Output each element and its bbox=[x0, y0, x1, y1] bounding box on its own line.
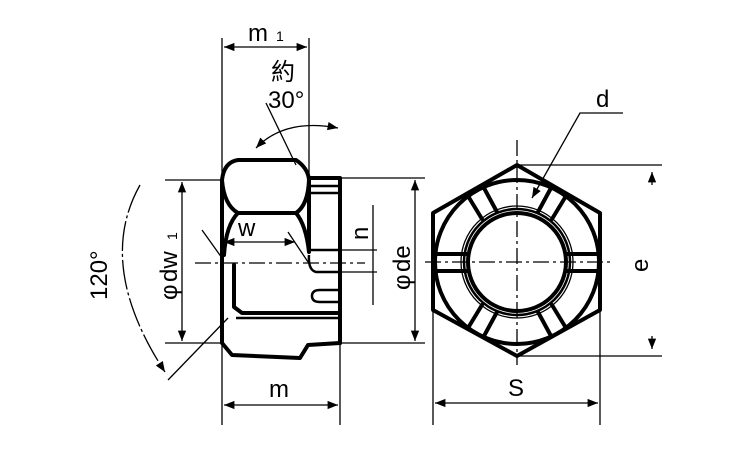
approx-label: 約 bbox=[271, 59, 295, 86]
dw1-label: dw bbox=[156, 251, 183, 282]
m1-label: m bbox=[248, 20, 268, 47]
angle-120-label: 120° bbox=[86, 250, 113, 300]
d-leader bbox=[531, 112, 623, 199]
m1-subscript: 1 bbox=[276, 28, 284, 44]
n-label: n bbox=[347, 227, 374, 240]
de-phi: φ bbox=[389, 274, 416, 290]
slots bbox=[435, 186, 599, 338]
angle-120-arc bbox=[121, 184, 166, 373]
side-view: m 1 約 30° φ dw 1 w n φ de 120° bbox=[86, 20, 425, 425]
dw1-phi: φ bbox=[156, 284, 183, 300]
d-label: d bbox=[596, 86, 609, 113]
w-label: w bbox=[237, 215, 256, 242]
front-view: d e S bbox=[425, 86, 662, 425]
angle-30-arc bbox=[255, 121, 339, 149]
angle-30-label: 30° bbox=[268, 87, 304, 114]
hex-body-outline bbox=[220, 158, 311, 215]
dw1-subscript: 1 bbox=[164, 232, 180, 240]
de-label: de bbox=[389, 245, 416, 272]
m-label: m bbox=[269, 376, 289, 403]
s-label: S bbox=[508, 375, 524, 402]
e-label: e bbox=[627, 259, 654, 272]
